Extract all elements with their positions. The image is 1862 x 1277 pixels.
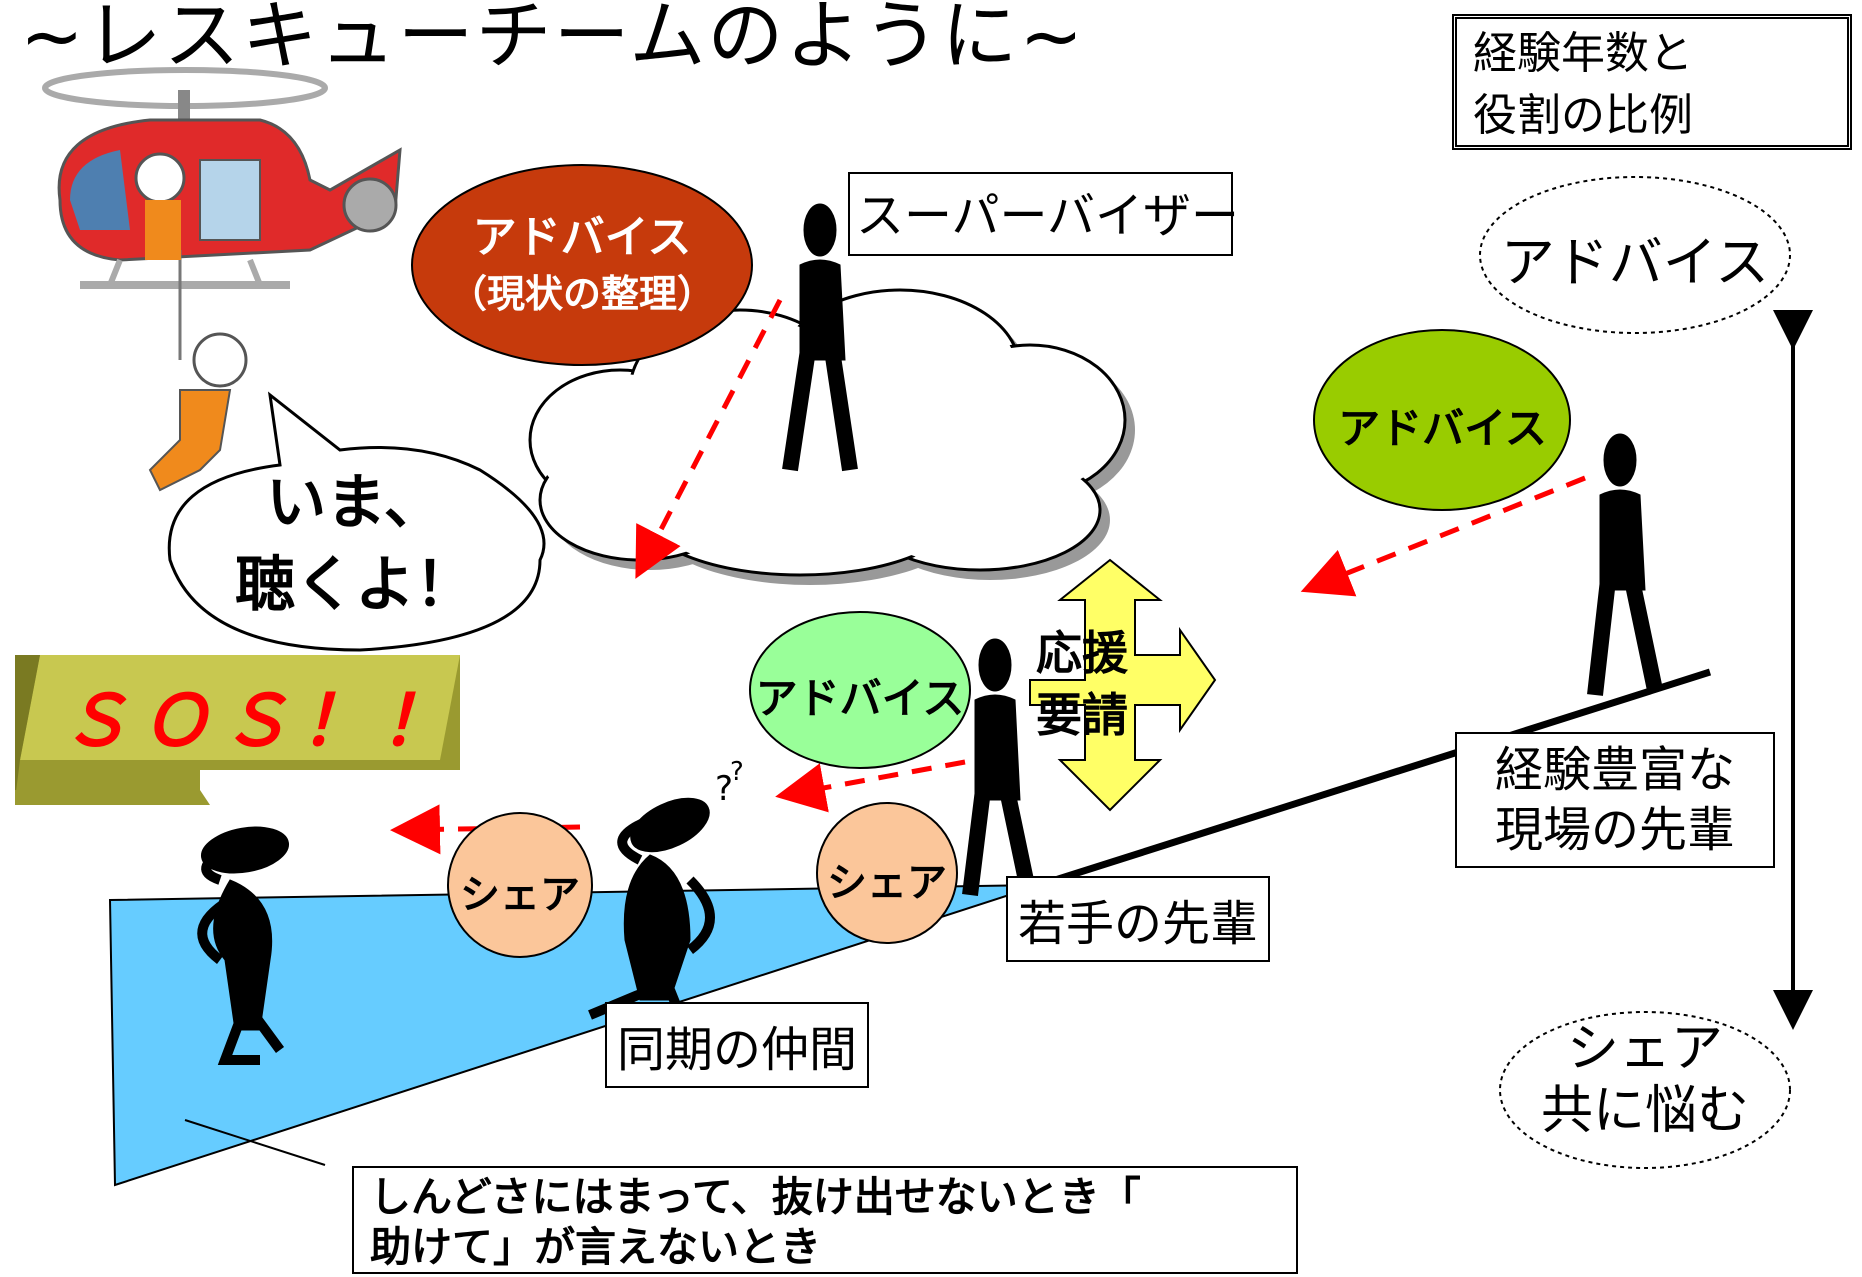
request-line-2: 要請 [1036, 688, 1128, 742]
page-title: ~レスキューチームのように~ [20, 0, 1086, 80]
label-veteran-line-1: 経験豊富な [1494, 742, 1735, 798]
pointer-line [184, 1119, 326, 1166]
bottom-note-line-2: 助けて」が言えないとき [370, 1223, 821, 1271]
advice-light-bubble [749, 611, 971, 769]
arrow-supervisor-down [635, 298, 783, 579]
advice-main-line-1: アドバイス [472, 212, 692, 263]
supervisor-figure [782, 203, 858, 472]
arrow-peer-left [390, 804, 581, 855]
advice-main-line-2: （現状の整理） [448, 272, 715, 316]
advice-green-bubble [1313, 329, 1571, 511]
cloud-shape [528, 288, 1135, 585]
sos-text: ＳＯＳ！！ [60, 680, 460, 762]
label-peers: 同期の仲間 [605, 1002, 870, 1088]
legend-line-1: 経験年数と [1473, 28, 1693, 79]
veteran-figure [1587, 433, 1663, 696]
scale-bottom-label: シェア 共に悩む [1520, 1018, 1770, 1142]
scale-top-label: アドバイス [1500, 231, 1770, 294]
scale-top-ellipse [1479, 176, 1791, 334]
helicopter-icon [42, 67, 402, 492]
advice-main-text: アドバイス （現状の整理） [432, 210, 732, 322]
speech-line-1: いま、 [266, 468, 444, 538]
arrow-young-left [775, 759, 966, 813]
share-bubble-1 [447, 812, 593, 958]
request-text: 応援 要請 [1032, 622, 1132, 746]
share-bubble-2 [816, 802, 958, 944]
arrow-veteran-left [1300, 475, 1586, 597]
svg-text:?: ? [730, 757, 744, 787]
scale-bottom-line-1: シェア [1566, 1019, 1723, 1079]
label-veteran: 経験豊富な 現場の先輩 [1455, 732, 1775, 868]
label-young-senior: 若手の先輩 [1006, 876, 1271, 962]
legend-box: 経験年数と 役割の比例 [1452, 14, 1852, 150]
experience-slope [1028, 668, 1712, 892]
advice-main-bubble [411, 164, 753, 366]
bottom-note: しんどさにはまって、抜け出せないとき「 助けて」が言えないとき [352, 1166, 1298, 1274]
troubled-figure-left [197, 826, 289, 1065]
svg-text:?: ? [715, 769, 733, 809]
young-senior-figure [962, 638, 1036, 896]
scale-bottom-ellipse [1499, 1011, 1791, 1169]
advice-green-text: アドバイス [1338, 404, 1547, 453]
request-arrow [1029, 558, 1217, 812]
legend-line-2: 役割の比例 [1473, 90, 1693, 141]
speech-text: いま、 聴くよ！ [225, 462, 485, 626]
speech-line-2: 聴くよ！ [235, 550, 475, 620]
scale-bottom-line-2: 共に悩む [1540, 1081, 1749, 1141]
request-line-1: 応援 [1036, 626, 1128, 680]
share-text-1: シェア [460, 872, 580, 918]
sos-block [15, 655, 460, 805]
speech-bubble [167, 391, 546, 652]
label-supervisor: スーパーバイザー [848, 172, 1239, 256]
label-veteran-line-2: 現場の先輩 [1494, 802, 1735, 858]
advice-light-text: アドバイス [755, 674, 965, 723]
share-text-2: シェア [827, 860, 947, 906]
bottom-note-line-1: しんどさにはまって、抜け出せないとき「 [370, 1173, 1141, 1221]
